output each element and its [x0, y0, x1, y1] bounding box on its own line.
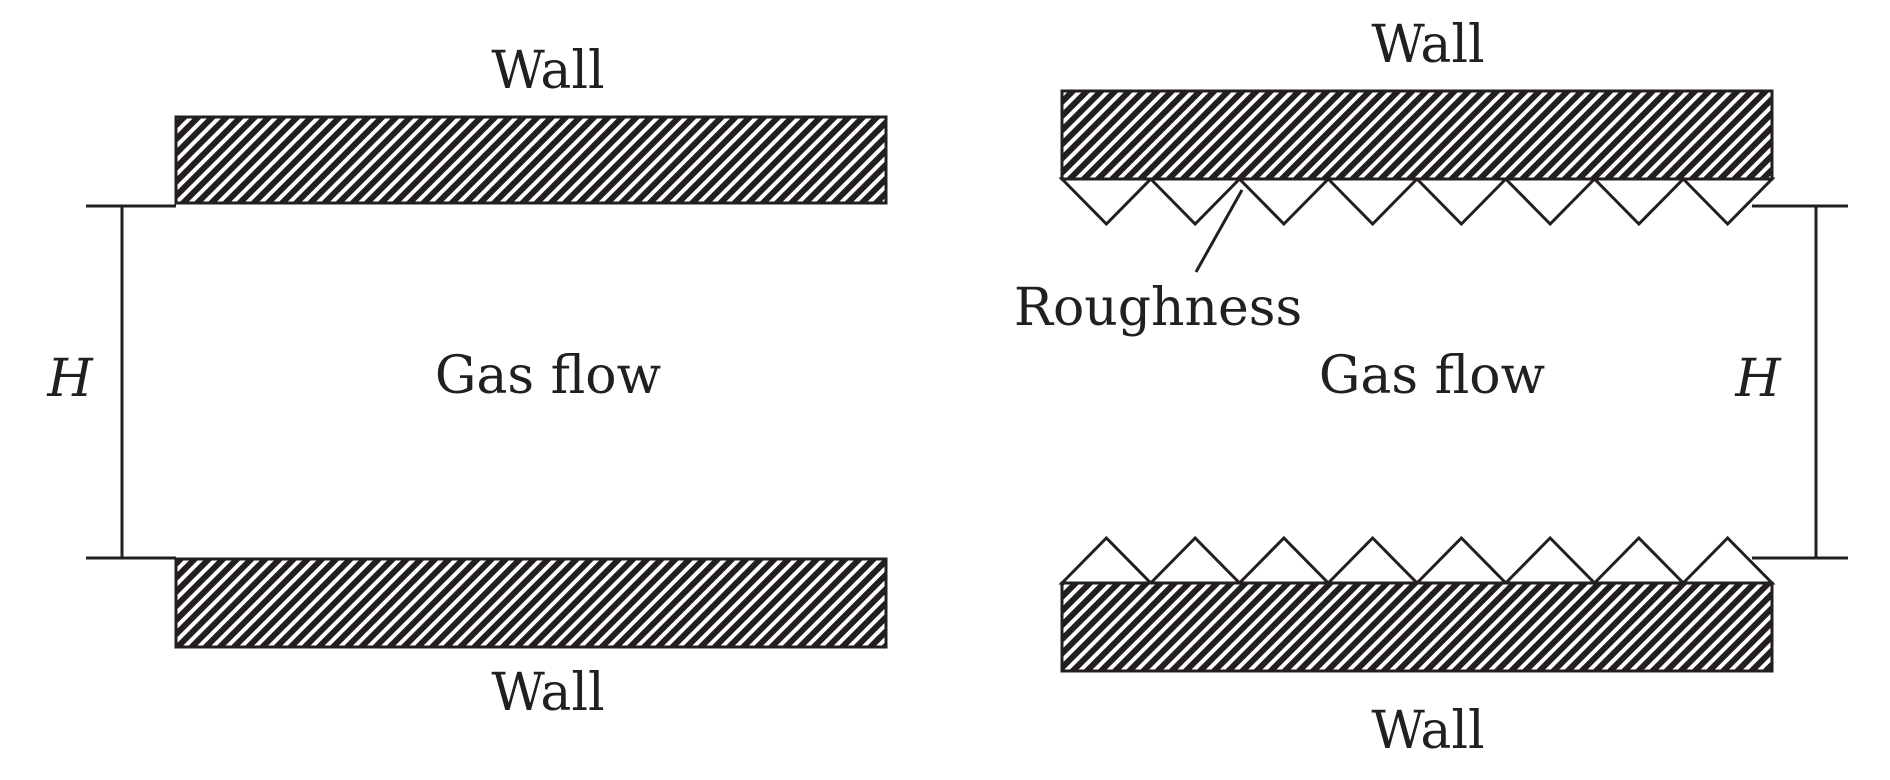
roughness-leader-line — [1194, 189, 1244, 273]
bottom-roughness-element — [1413, 535, 1510, 585]
top-roughness-element — [1235, 177, 1332, 227]
right-top-wall — [1060, 89, 1774, 181]
right-top-wall-label: Wall — [1371, 15, 1484, 75]
bottom-roughness-element — [1324, 535, 1421, 585]
top-roughness-element — [1413, 177, 1510, 227]
left-top-wall-label: Wall — [491, 41, 604, 101]
bottom-roughness-element — [1058, 535, 1155, 585]
top-roughness-element — [1147, 177, 1244, 227]
right-bottom-wall-label: Wall — [1371, 701, 1484, 761]
left-bottom-wall-label: Wall — [491, 663, 604, 723]
left-gas-flow-label: Gas flow — [435, 346, 661, 406]
bottom-roughness-element — [1235, 535, 1332, 585]
right-height-dimension: H — [1734, 204, 1848, 560]
right-bottom-wall — [1060, 581, 1774, 673]
left-top-wall — [174, 115, 888, 205]
bottom-roughness — [1058, 535, 1776, 585]
top-roughness-element — [1679, 177, 1776, 227]
bottom-roughness-element — [1590, 535, 1687, 585]
bottom-roughness-element — [1679, 535, 1776, 585]
right-height-label: H — [1734, 349, 1782, 409]
roughness-label: Roughness — [1014, 278, 1302, 338]
left-panel: Wall Wall Gas flow H — [46, 41, 888, 723]
right-gas-flow-label: Gas flow — [1319, 346, 1545, 406]
top-roughness-element — [1502, 177, 1599, 227]
top-roughness-element — [1590, 177, 1687, 227]
bottom-roughness-element — [1502, 535, 1599, 585]
left-height-dimension: H — [46, 204, 176, 560]
right-panel: Wall Wall Roughness Gas flow H — [1014, 15, 1848, 761]
top-roughness — [1058, 177, 1776, 227]
bottom-roughness-element — [1147, 535, 1244, 585]
top-roughness-element — [1058, 177, 1155, 227]
top-roughness-element — [1324, 177, 1421, 227]
left-bottom-wall — [174, 557, 888, 649]
left-height-label: H — [46, 349, 94, 409]
